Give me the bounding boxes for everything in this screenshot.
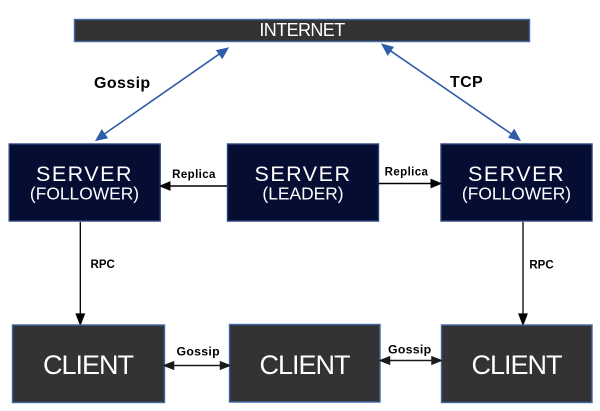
svg-text:CLIENT: CLIENT	[471, 350, 562, 380]
svg-text:INTERNET: INTERNET	[259, 20, 345, 40]
svg-text:(FOLLOWER): (FOLLOWER)	[30, 184, 139, 204]
svg-text:Replica: Replica	[172, 169, 216, 181]
svg-text:(FOLLOWER): (FOLLOWER)	[462, 184, 571, 204]
svg-text:Gossip: Gossip	[94, 75, 151, 92]
svg-text:SERVER: SERVER	[254, 162, 351, 186]
svg-text:RPC: RPC	[91, 259, 115, 271]
svg-text:(LEADER): (LEADER)	[262, 184, 343, 204]
svg-text:RPC: RPC	[529, 260, 553, 272]
svg-text:TCP: TCP	[450, 74, 483, 91]
svg-text:CLIENT: CLIENT	[43, 350, 134, 380]
svg-text:SERVER: SERVER	[468, 162, 565, 186]
svg-text:Gossip: Gossip	[388, 343, 431, 357]
svg-text:Replica: Replica	[385, 167, 429, 179]
svg-text:SERVER: SERVER	[36, 162, 133, 186]
svg-text:CLIENT: CLIENT	[259, 350, 350, 380]
svg-text:Gossip: Gossip	[176, 344, 219, 358]
